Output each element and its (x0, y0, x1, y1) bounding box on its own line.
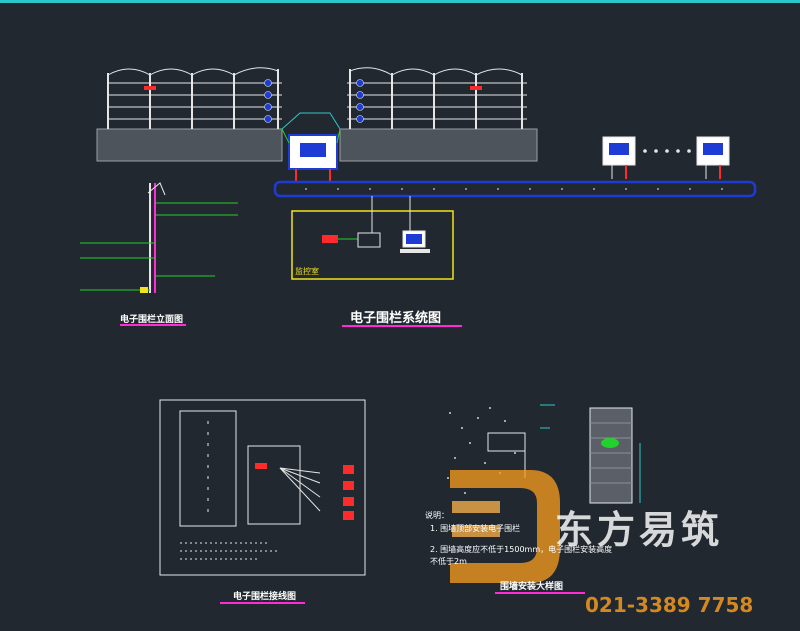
controller-icon (602, 136, 636, 179)
column-detail-title: 电子围栏立面图 (120, 315, 184, 325)
monitor-room-label: 监控室 (295, 267, 319, 276)
bus-cable-icon (273, 180, 757, 198)
wiring-diagram (159, 399, 366, 576)
noise-dots (447, 407, 516, 494)
insulator-icon (264, 79, 364, 123)
brand-name: 东方易筑 (555, 508, 724, 552)
fence-elevation (96, 67, 538, 162)
host-box (357, 232, 381, 248)
notes-heading: 说明： (425, 511, 449, 520)
computer-icon (400, 230, 430, 253)
brand-logo (450, 470, 560, 583)
system-diagram-title: 电子围栏系统图 (350, 311, 442, 326)
warning-sign-icon (144, 86, 156, 90)
notes-line-3: 不低于2m (430, 557, 467, 566)
wiring-diagram-title: 电子围栏接线图 (233, 592, 297, 602)
warning-sign-icon (470, 86, 482, 90)
brick-wall-left (96, 128, 283, 162)
controller-icon (288, 134, 338, 181)
notes-line-2: 2. 围墙高度应不低于1500mm，电子围栏安装高度 (430, 545, 613, 554)
brick-wall-right (339, 128, 538, 162)
alarm-light-icon (322, 235, 358, 243)
drawing-svg (80, 67, 757, 604)
fence-column-detail (80, 182, 238, 293)
wall-detail-title: 围墙安装大样图 (500, 582, 564, 592)
wall-section-detail (487, 404, 641, 504)
controller-icon (696, 136, 730, 179)
ellipsis-dots (643, 149, 691, 153)
notes-line-1: 1. 围墙顶部安装电子围栏 (430, 524, 521, 533)
brand-phone: 021-3389 7758 (585, 593, 754, 617)
